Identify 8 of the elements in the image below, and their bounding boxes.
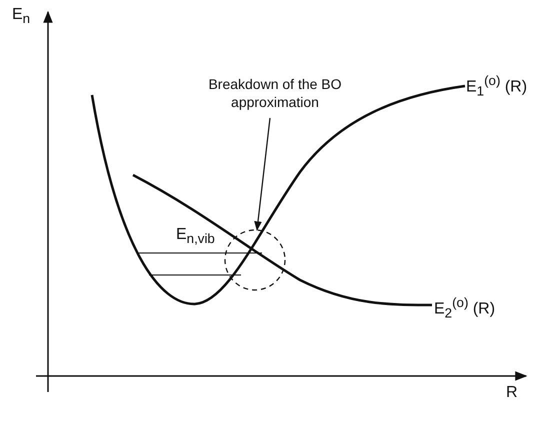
axis-label: R: [506, 384, 518, 402]
curve-label: E$_{2}$$^{(o)}$ (R): [434, 296, 496, 322]
callout-text: Breakdown of the BO approximation: [200, 76, 350, 111]
dashed-circle: [224, 229, 286, 291]
curve-label: E$_{n,vib}$: [176, 226, 215, 247]
arrow: [254, 118, 271, 231]
curve-label: E$_{1}$$^{(o)}$ (R): [466, 74, 528, 100]
axis-label: E$_{n}$: [12, 6, 30, 27]
